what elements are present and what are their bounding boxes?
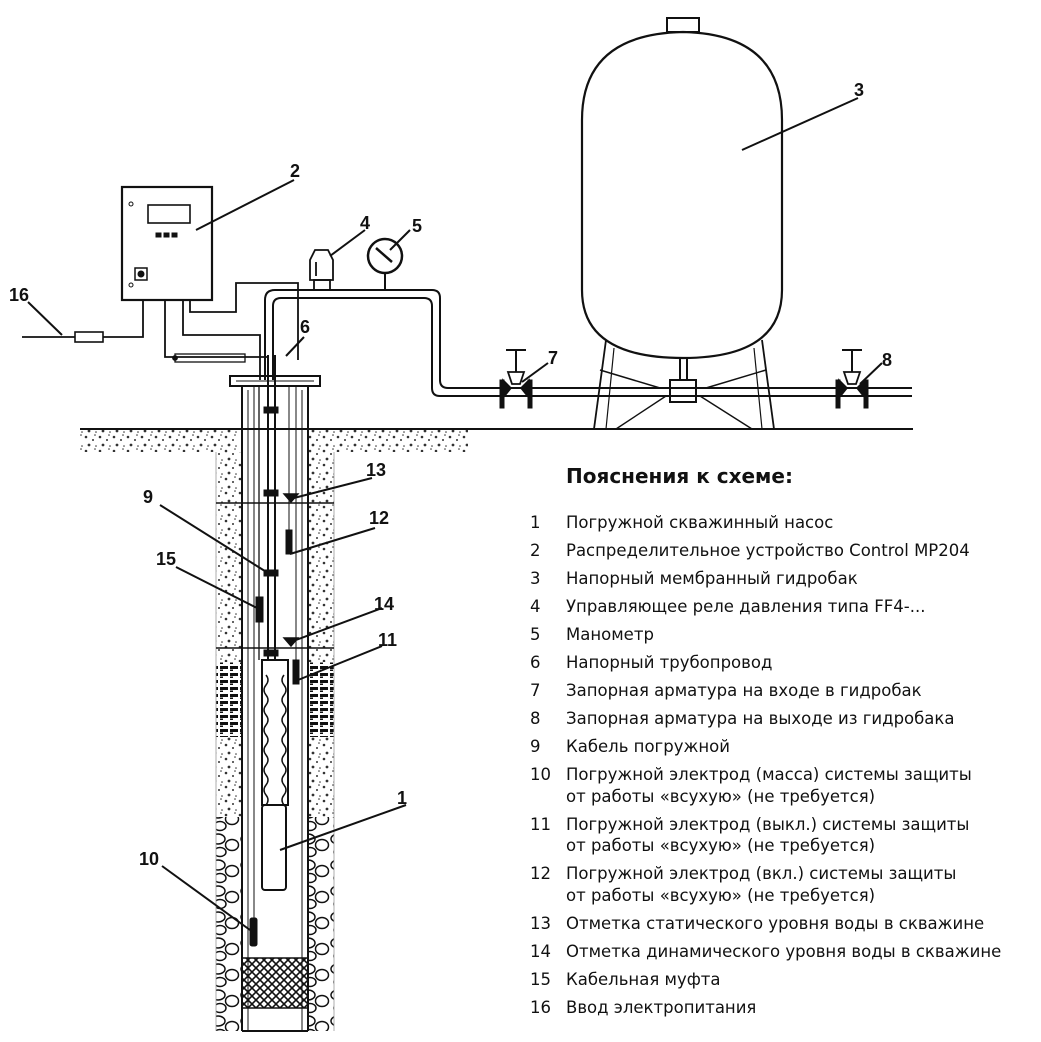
leader-lines bbox=[27, 97, 883, 931]
legend-item: 1 Погружной скважинный насос bbox=[530, 512, 1040, 534]
legend-item: 5 Манометр bbox=[530, 624, 1040, 646]
legend-item-number: 9 bbox=[530, 737, 541, 756]
legend-item-number: 15 bbox=[530, 969, 551, 989]
legend-item-number: 16 bbox=[530, 997, 551, 1017]
legend-item-number: 11 bbox=[530, 814, 551, 834]
legend-item-number: 8 bbox=[530, 709, 541, 728]
valve-outlet bbox=[835, 349, 869, 409]
legend-item: 11 Погружной электрод (выкл.) системы защ… bbox=[530, 814, 1040, 857]
legend-item: 14 Отметка динамического уровня воды в ск… bbox=[530, 941, 1040, 963]
legend-item-number: 7 bbox=[530, 681, 541, 700]
callout-7: 7 bbox=[548, 348, 558, 368]
callout-1: 1 bbox=[397, 788, 407, 808]
legend-item-number: 14 bbox=[530, 941, 551, 961]
legend-list: 1 Погружной скважинный насос 2 Распределите… bbox=[530, 512, 1040, 1018]
ground-surface bbox=[80, 428, 913, 452]
legend-item-text: Напорный мембранный гидробак bbox=[566, 569, 858, 588]
callout-8: 8 bbox=[882, 350, 892, 370]
legend-item-text: Кабельная муфта bbox=[566, 969, 721, 989]
legend-item-number: 2 bbox=[530, 541, 541, 560]
legend-item-text: Запорная арматура на входе в гидробак bbox=[566, 681, 922, 700]
callout-4: 4 bbox=[360, 213, 370, 233]
pump-assembly bbox=[249, 355, 300, 947]
legend-item: 3 Напорный мембранный гидробак bbox=[530, 568, 1040, 590]
legend-item-text: Погружной электрод (вкл.) системы защиты… bbox=[566, 864, 957, 905]
pressure-pipe bbox=[264, 289, 912, 397]
callout-15: 15 bbox=[156, 549, 176, 569]
legend-item: 2 Распределительное устройство Control MP… bbox=[530, 540, 1040, 562]
legend-item-text: Погружной электрод (масса) системы защит… bbox=[566, 765, 972, 806]
legend-item-text: Ввод электропитания bbox=[566, 997, 757, 1017]
valve-inlet bbox=[499, 349, 533, 409]
cables bbox=[22, 282, 299, 380]
legend-item-number: 3 bbox=[530, 569, 541, 588]
callout-numbers: 1 2 3 4 5 6 7 8 9 10 11 12 13 14 15 16 bbox=[9, 80, 892, 869]
legend-item-number: 1 bbox=[530, 513, 541, 532]
legend-item-text: Отметка динамического уровня воды в сква… bbox=[566, 941, 1002, 961]
pressure-relay bbox=[309, 249, 334, 291]
legend-item-text: Запорная арматура на выходе из гидробака bbox=[566, 709, 955, 728]
legend-item: 13 Отметка статического уровня воды в скв… bbox=[530, 913, 1040, 935]
legend-item: 4 Управляющее реле давления типа FF4-... bbox=[530, 596, 1040, 618]
legend-item-number: 4 bbox=[530, 597, 541, 616]
callout-10: 10 bbox=[139, 849, 159, 869]
legend-item-text: Погружной электрод (выкл.) системы защит… bbox=[566, 814, 970, 856]
callout-14: 14 bbox=[374, 594, 394, 614]
legend-item: 6 Напорный трубопровод bbox=[530, 652, 1040, 674]
pressure-tank bbox=[580, 17, 784, 430]
callout-9: 9 bbox=[143, 487, 153, 507]
soil-layers bbox=[215, 452, 335, 1031]
callout-11: 11 bbox=[378, 630, 397, 650]
legend-item-text: Управляющее реле давления типа FF4-... bbox=[566, 597, 926, 616]
manometer bbox=[366, 237, 404, 290]
legend-item: 15 Кабельная муфта bbox=[530, 969, 1040, 991]
callout-3: 3 bbox=[854, 80, 864, 100]
legend-item-text: Манометр bbox=[566, 625, 654, 644]
legend-item: 12 Погружной электрод (вкл.) системы защи… bbox=[530, 863, 1040, 906]
legend-item: 9 Кабель погружной bbox=[530, 736, 1040, 758]
legend-item-number: 12 bbox=[530, 864, 551, 883]
callout-6: 6 bbox=[300, 317, 310, 337]
control-box bbox=[120, 185, 214, 302]
callout-5: 5 bbox=[412, 216, 422, 236]
callout-12: 12 bbox=[369, 508, 389, 528]
legend: Пояснения к схеме: 1 Погружной скважинный… bbox=[530, 464, 1040, 1025]
callout-2: 2 bbox=[290, 161, 300, 181]
legend-item-text: Напорный трубопровод bbox=[566, 653, 773, 672]
legend-item: 10 Погружной электрод (масса) системы защ… bbox=[530, 764, 1040, 807]
legend-item-number: 13 bbox=[530, 913, 551, 933]
legend-item: 7 Запорная арматура на входе в гидробак bbox=[530, 680, 1040, 702]
legend-item-number: 5 bbox=[530, 625, 541, 644]
legend-item-text: Погружной скважинный насос bbox=[566, 513, 834, 532]
legend-title: Пояснения к схеме: bbox=[566, 464, 793, 488]
legend-item: 16 Ввод электропитания bbox=[530, 997, 1040, 1019]
legend-item-text: Распределительное устройство Control MP2… bbox=[566, 541, 970, 560]
legend-item: 8 Запорная арматура на выходе из гидробак… bbox=[530, 708, 1040, 730]
legend-item-number: 6 bbox=[530, 653, 541, 672]
legend-item-text: Кабель погружной bbox=[566, 737, 730, 756]
callout-16: 16 bbox=[9, 285, 29, 305]
legend-item-text: Отметка статического уровня воды в скваж… bbox=[566, 913, 985, 933]
legend-item-number: 10 bbox=[530, 765, 551, 784]
callout-13: 13 bbox=[366, 460, 386, 480]
